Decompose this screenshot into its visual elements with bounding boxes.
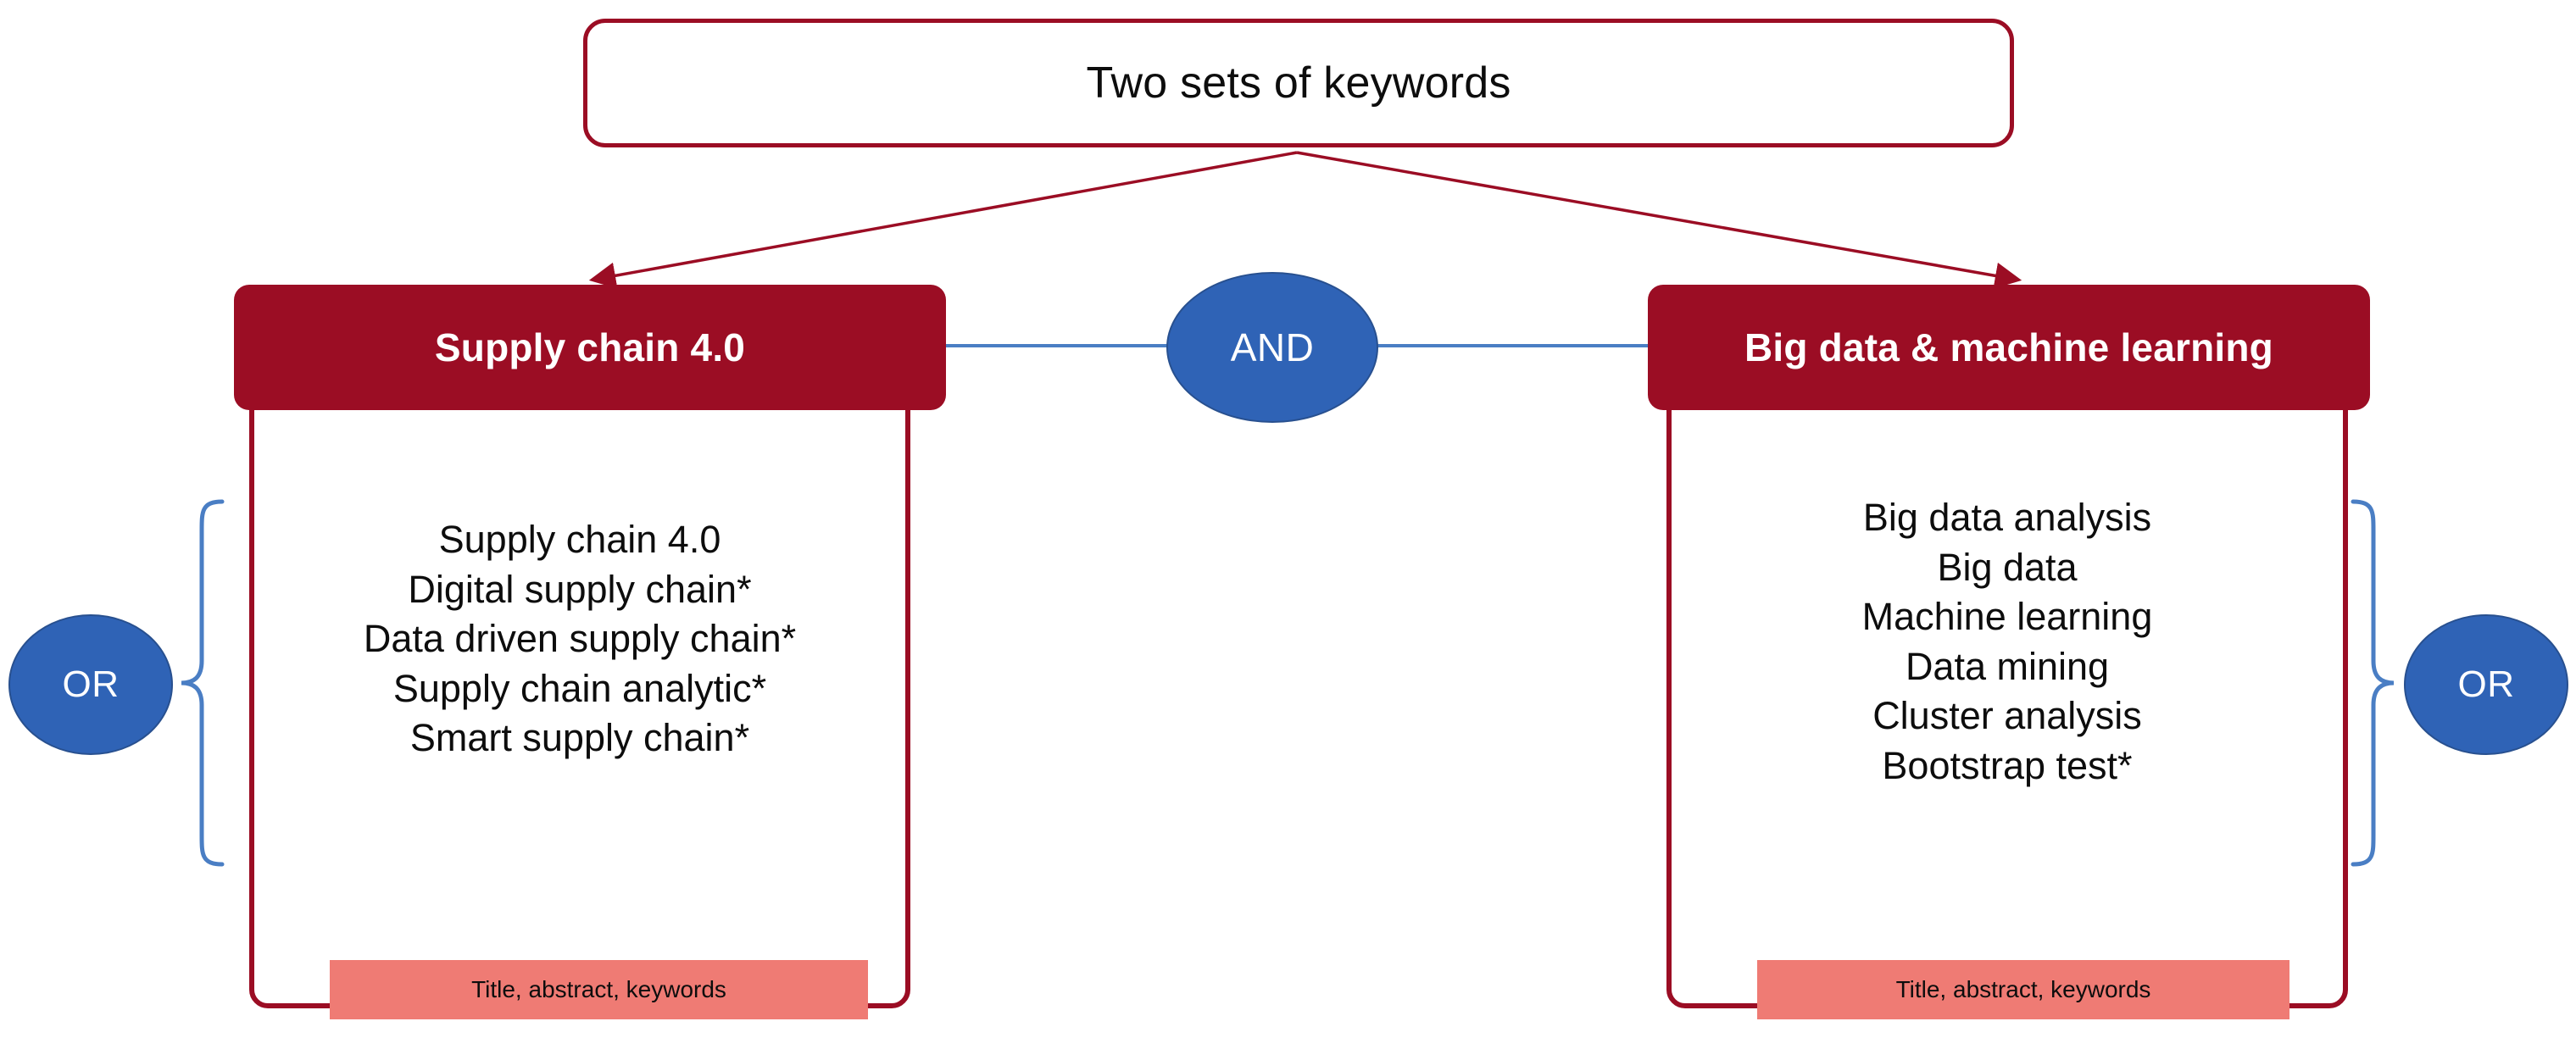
- keyword-item: Cluster analysis: [1872, 694, 2142, 737]
- keyword-item: Data driven supply chain*: [363, 617, 797, 660]
- group-header-label-supply-chain: Supply chain 4.0: [434, 325, 746, 369]
- keyword-list-supply-chain: Supply chain 4.0 Digital supply chain* D…: [249, 515, 910, 763]
- keyword-item: Bootstrap test*: [1882, 743, 2133, 787]
- keyword-item: Machine learning: [1861, 595, 2153, 638]
- operator-or-label-right: OR: [2457, 663, 2515, 705]
- arrow-to-left-group: [588, 151, 1298, 289]
- group-body-supply-chain: [249, 364, 910, 1008]
- root-box-label: Two sets of keywords: [1086, 58, 1511, 108]
- arrow-to-right-group: [1296, 151, 2022, 289]
- operator-or-node-right: OR: [2404, 614, 2568, 755]
- keyword-item: Big data analysis: [1862, 496, 2152, 539]
- search-fields-bar-big-data: Title, abstract, keywords: [1757, 960, 2289, 1019]
- operator-and-node: AND: [1166, 272, 1378, 423]
- root-box: Two sets of keywords: [583, 19, 2014, 147]
- keyword-item: Digital supply chain*: [408, 567, 752, 611]
- search-fields-bar-supply-chain: Title, abstract, keywords: [330, 960, 868, 1019]
- search-fields-label: Title, abstract, keywords: [471, 976, 726, 1002]
- operator-and-label: AND: [1230, 325, 1315, 369]
- left-curly-brace: [181, 499, 225, 867]
- keyword-list-big-data: Big data analysis Big data Machine learn…: [1666, 493, 2348, 791]
- operator-or-label-left: OR: [62, 663, 120, 705]
- keyword-item: Supply chain analytic*: [392, 666, 767, 710]
- group-header-big-data: Big data & machine learning: [1648, 285, 2370, 410]
- keyword-item: Supply chain 4.0: [438, 518, 721, 561]
- group-header-label-big-data: Big data & machine learning: [1744, 325, 2273, 369]
- keyword-item: Smart supply chain*: [409, 716, 750, 759]
- keyword-item: Big data: [1937, 545, 2078, 589]
- operator-or-node-left: OR: [8, 614, 173, 755]
- search-fields-label: Title, abstract, keywords: [1895, 976, 2151, 1002]
- keyword-item: Data mining: [1905, 644, 2110, 688]
- group-header-supply-chain: Supply chain 4.0: [234, 285, 946, 410]
- right-curly-brace: [2351, 499, 2395, 867]
